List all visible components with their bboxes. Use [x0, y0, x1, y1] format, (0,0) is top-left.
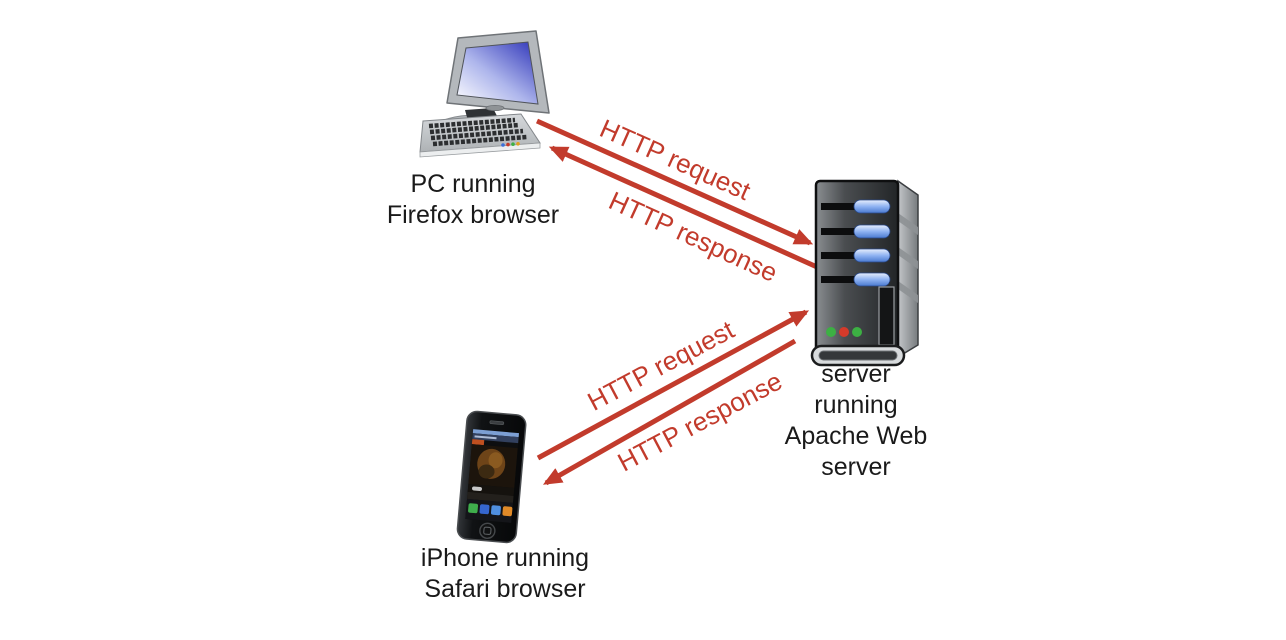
server-vent-slot	[878, 286, 895, 346]
phone-app-icon	[468, 503, 479, 514]
server-label-line1: server	[821, 360, 891, 388]
server-side-ridges	[898, 213, 918, 303]
pc-illustration	[419, 30, 550, 158]
pc-label-line2: Firefox browser	[386, 201, 560, 229]
iphone-screen	[465, 429, 520, 523]
keyboard-keys	[428, 117, 528, 147]
pc-label: PC running Firefox browser	[358, 169, 588, 231]
safari-app-icon	[490, 505, 501, 516]
server-base-slot	[818, 350, 898, 361]
server-drive-bays	[821, 199, 891, 287]
server-side-panel	[897, 179, 919, 359]
iphone-home-button	[479, 522, 496, 539]
server-to-iphone-response-arrow	[542, 338, 797, 486]
iphone-speaker	[489, 420, 505, 425]
server-leds	[826, 327, 862, 337]
mail-app-icon	[479, 504, 490, 515]
monitor-button	[485, 105, 505, 112]
server-label-line3: Apache Web	[784, 422, 928, 450]
server-illustration	[810, 179, 919, 367]
iphone-label-line1: iPhone running	[420, 544, 590, 572]
iphone-to-server-request-arrow	[536, 309, 810, 461]
server-to-pc-response-arrow	[548, 145, 819, 270]
keyboard-front-edge	[419, 142, 541, 158]
iphone-label-line2: Safari browser	[424, 575, 586, 603]
monitor-screen	[456, 41, 539, 105]
pc-to-server-request-arrow	[535, 118, 814, 246]
iphone-label: iPhone running Safari browser	[390, 543, 620, 605]
iphone-illustration	[456, 410, 527, 544]
keyboard-colored-keys	[501, 142, 520, 147]
server-label-line2: running	[814, 391, 898, 419]
server-label: server running Apache Web server	[741, 359, 971, 483]
pc-label-line1: PC running	[410, 170, 536, 198]
music-app-icon	[502, 506, 513, 517]
server-label-line4: server	[821, 453, 891, 481]
